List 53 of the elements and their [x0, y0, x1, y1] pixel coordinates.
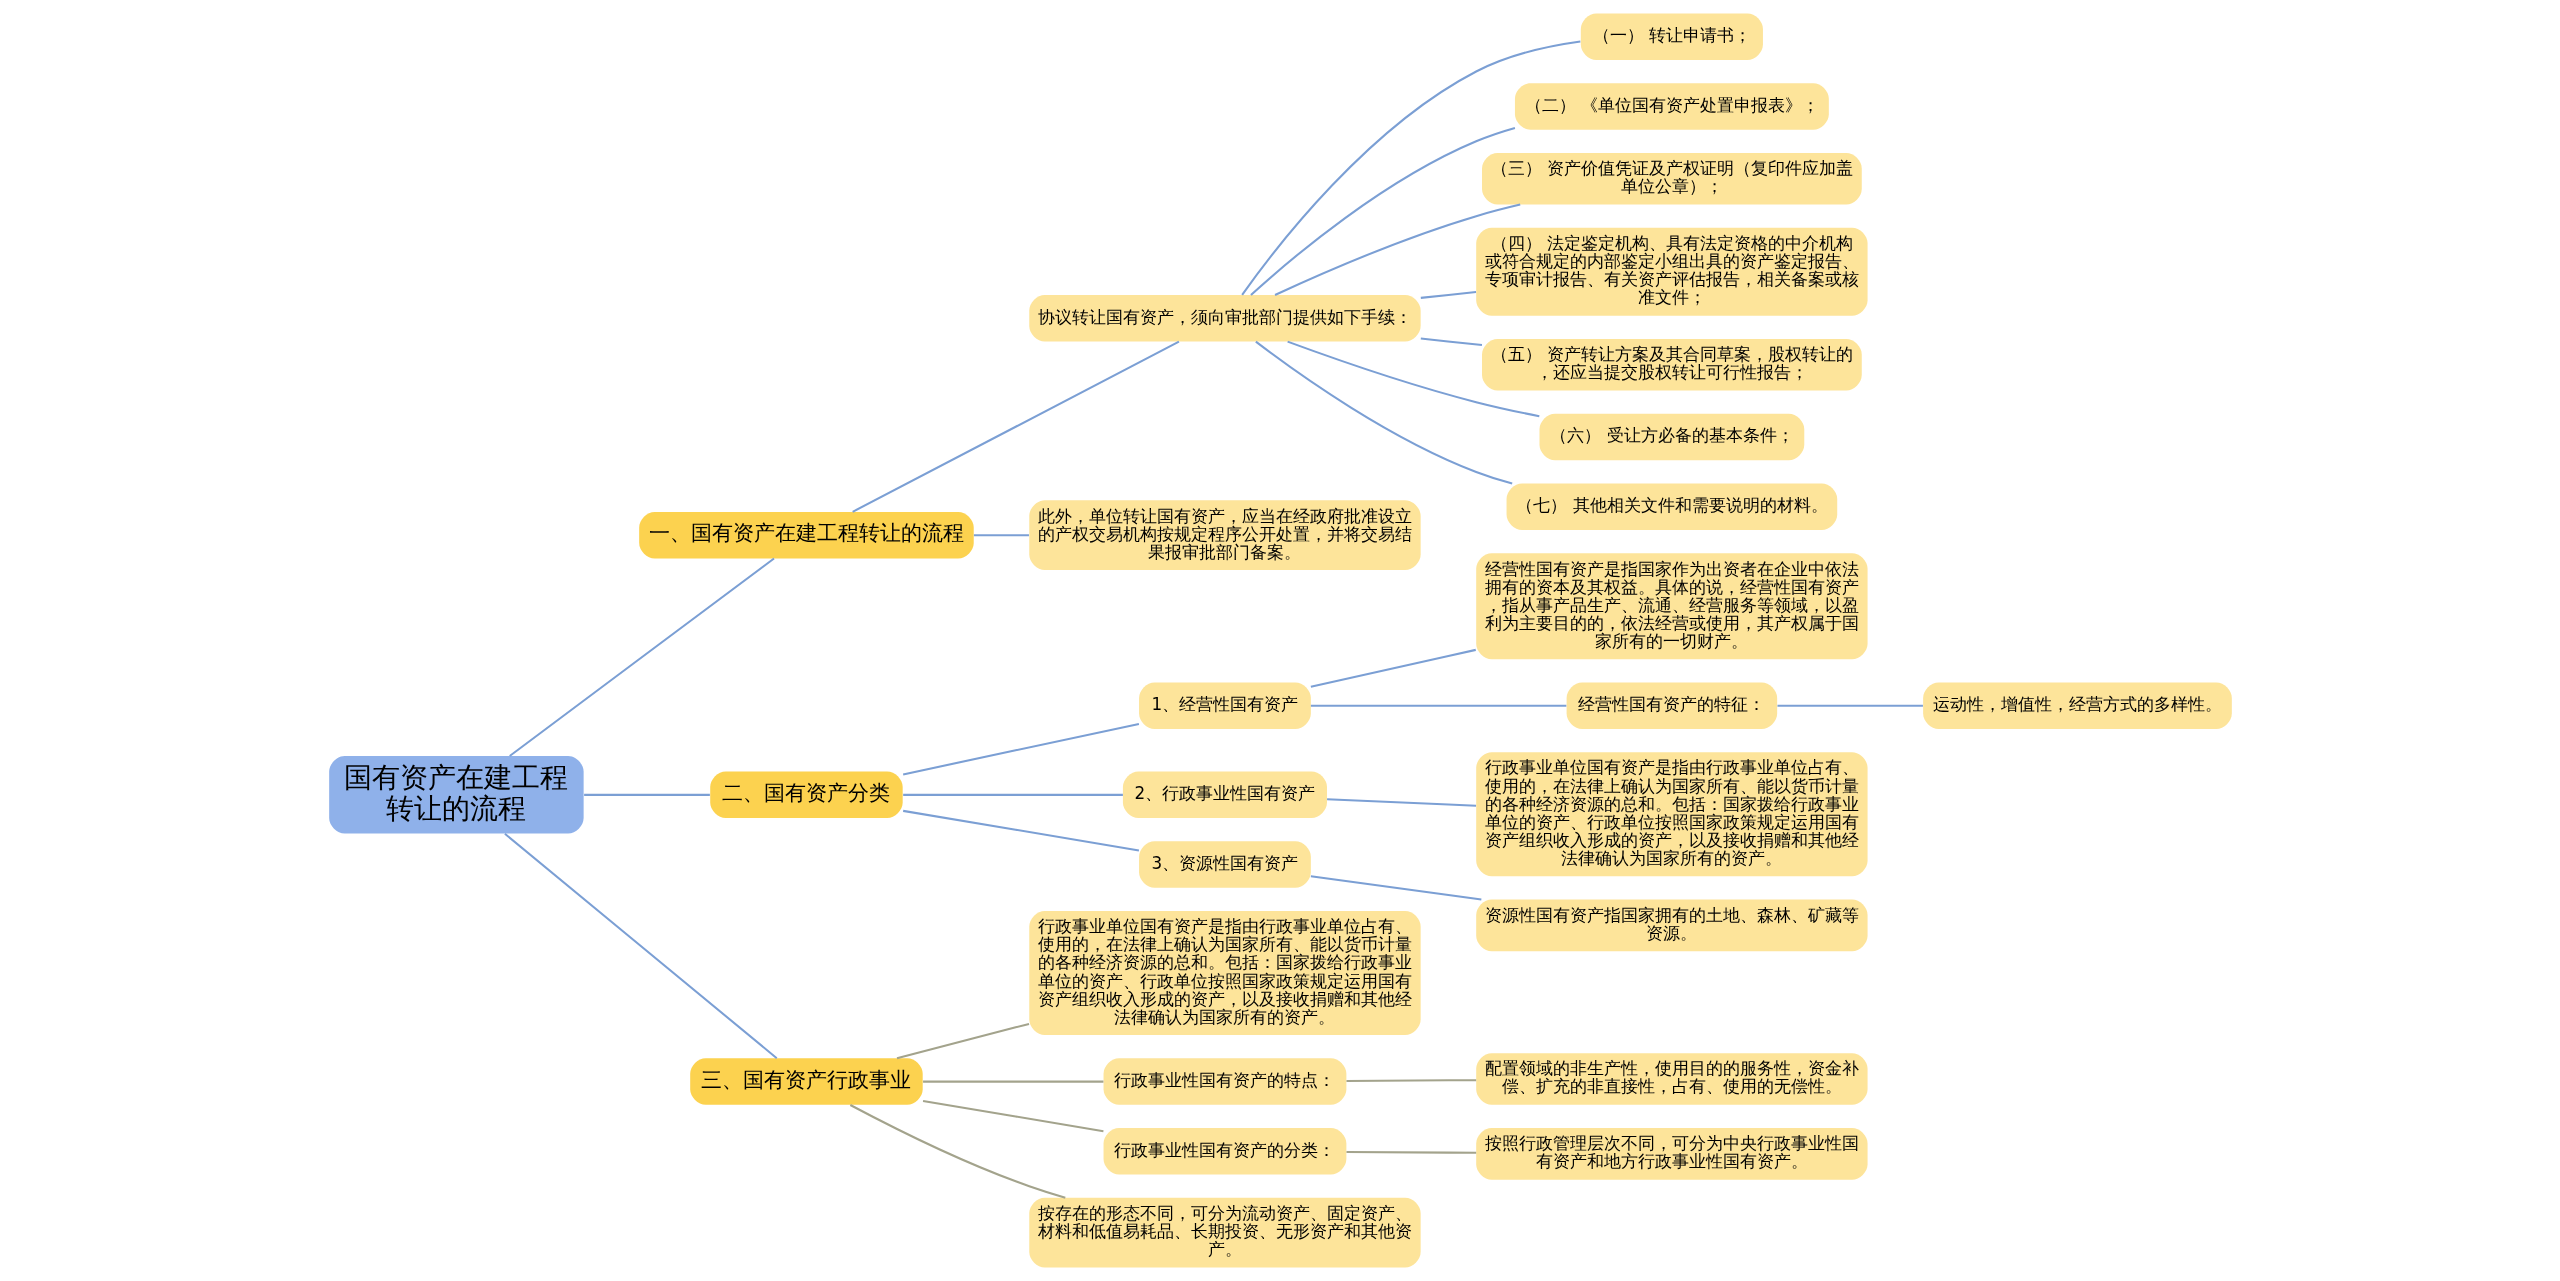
node-box: （二） 《单位国有资产处置申报表》； — [1514, 83, 1829, 130]
node-box: 此外，单位转让国有资产，应当在经政府批准设立的产权交易机构按规定程序公开处置，并将交易结果报审批部门备案。 — [1028, 500, 1421, 571]
connector — [902, 793, 1123, 796]
node-box: （一） 转让申请书； — [1580, 13, 1763, 60]
connector — [1249, 126, 1515, 296]
node-box: 经营性国有资产的特征： — [1566, 682, 1777, 729]
node-box: 国有资产在建工程转让的流程 — [328, 756, 584, 834]
connector — [1310, 875, 1481, 901]
node-box: 按照行政管理层次不同，可分为中央行政事业性国有资产和地方行政事业性国有资产。 — [1475, 1128, 1868, 1180]
node-box: 3、资源性国有资产 — [1138, 841, 1311, 888]
connector — [1420, 291, 1476, 299]
connector — [1274, 203, 1520, 296]
node-box: 行政事业性国有资产的分类： — [1103, 1128, 1346, 1175]
connector — [1346, 1079, 1476, 1082]
connector — [1777, 704, 1923, 707]
connector — [922, 1099, 1104, 1133]
connector — [503, 833, 777, 1059]
node-box: 二、国有资产分类 — [709, 771, 903, 819]
node-box: 行政事业单位国有资产是指由行政事业单位占有、使用的，在法律上确认为国家所有、能以货币计量的各种经济资源的总和。包括：国家拨给行政事业单位的资产、行政单位按照国家政策规定运用国有资产组织收入形成的资产，以及接收捐赠和其他经法律确认为国家所有的资产。 — [1028, 911, 1421, 1036]
node-box: （六） 受让方必备的基本条件； — [1539, 413, 1804, 461]
connector — [1254, 340, 1512, 485]
node-box: 行政事业性国有资产的特点： — [1103, 1058, 1346, 1105]
connector — [1310, 704, 1566, 707]
node-box: 资源性国有资产指国家拥有的土地、森林、矿藏等资源。 — [1475, 899, 1868, 952]
node-box: 行政事业单位国有资产是指由行政事业单位占有、使用的，在法律上确认为国家所有、能以货币计量的各种经济资源的总和。包括：国家拨给行政事业单位的资产、行政单位按照国家政策规定运用国有资产组织收入形成的资产，以及接收捐赠和其他经法律确认为国家所有的资产。 — [1475, 752, 1868, 877]
connector — [1310, 648, 1476, 688]
connector — [1326, 798, 1476, 807]
node-box: 协议转让国有资产，须向审批部门提供如下手续： — [1028, 294, 1421, 342]
node-box: 配置领域的非生产性，使用目的的服务性，资金补偿、扩充的非直接性，占有、使用的无偿性。 — [1475, 1053, 1868, 1105]
connector — [1286, 340, 1540, 418]
node-box: 2、行政事业性国有资产 — [1122, 771, 1327, 819]
node-box: 1、经营性国有资产 — [1138, 682, 1311, 729]
connector — [583, 793, 710, 796]
connector — [902, 722, 1139, 776]
node-box: （七） 其他相关文件和需要说明的材料。 — [1506, 483, 1837, 531]
connector — [1240, 40, 1580, 296]
node-box: 经营性国有资产是指国家作为出资者在企业中依法拥有的资本及其权益。具体的说，经营性国有资产，指从事产品生产、流通、经营服务等领域，以盈利为主要目的的，依法经营或使用，其产权属于国家所有的一切财产。 — [1475, 553, 1868, 660]
node-box: （四） 法定鉴定机构、具有法定资格的中介机构或符合规定的内部鉴定小组出具的资产鉴定报告、专项审计报告、有关资产评估报告，相关备案或核准文件； — [1475, 227, 1868, 316]
connector — [973, 534, 1029, 537]
connector — [1420, 337, 1482, 346]
connector — [849, 1104, 1066, 1199]
connector — [896, 1022, 1029, 1060]
connector — [902, 809, 1139, 852]
node-box: 按存在的形态不同，可分为流动资产、固定资产、材料和低值易耗品、长期投资、无形资产和其他资产。 — [1028, 1197, 1421, 1268]
connector — [922, 1080, 1103, 1083]
node-box: （五） 资产转让方案及其合同草案，股权转让的，还应当提交股权转让可行性报告； — [1481, 338, 1862, 391]
connector — [508, 557, 775, 757]
connector — [1346, 1151, 1476, 1154]
node-box: 一、国有资产在建工程转让的流程 — [638, 512, 974, 559]
connector — [851, 340, 1179, 513]
node-box: 三、国有资产行政事业 — [689, 1058, 923, 1105]
node-box: （三） 资产价值凭证及产权证明（复印件应加盖单位公章）； — [1481, 152, 1862, 205]
node-box: 运动性，增值性，经营方式的多样性。 — [1922, 682, 2232, 729]
